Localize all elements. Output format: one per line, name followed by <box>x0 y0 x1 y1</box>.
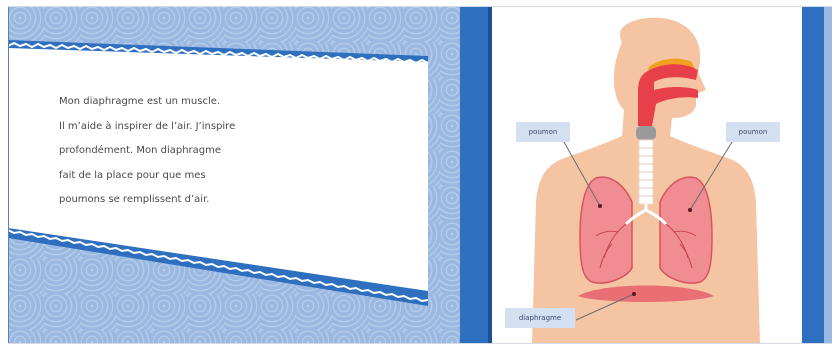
spread-frame <box>8 6 832 344</box>
